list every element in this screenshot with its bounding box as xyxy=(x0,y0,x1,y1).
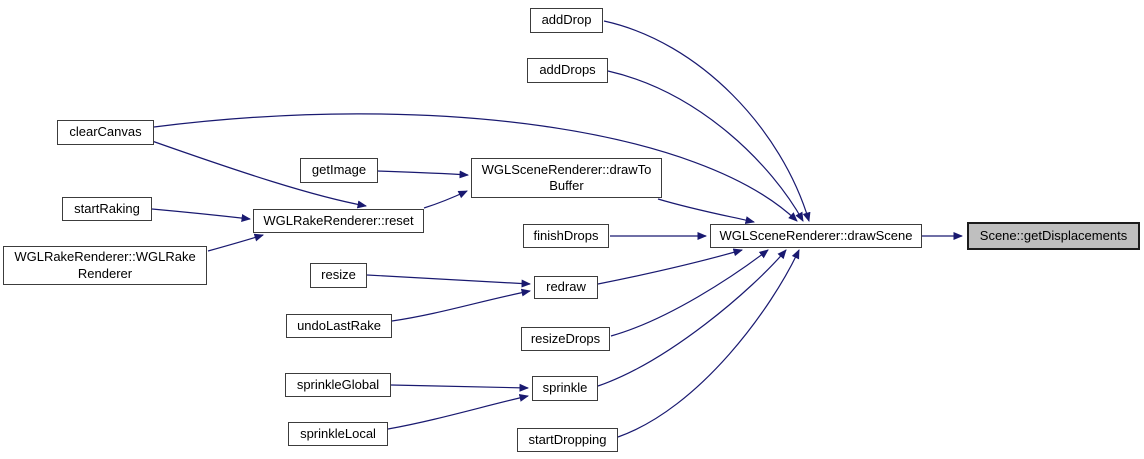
node-drawScene[interactable]: WGLSceneRenderer::drawScene xyxy=(710,224,922,248)
node-startRaking[interactable]: startRaking xyxy=(62,197,152,221)
node-drawToBuffer[interactable]: WGLSceneRenderer::drawTo Buffer xyxy=(471,158,662,198)
node-sprinkleLocal[interactable]: sprinkleLocal xyxy=(288,422,388,446)
edge-sprinkle-to-drawScene xyxy=(597,249,787,387)
node-getDisplacements: Scene::getDisplacements xyxy=(967,222,1140,250)
node-getImage[interactable]: getImage xyxy=(300,158,378,183)
edge-redraw-to-drawScene xyxy=(597,248,743,285)
node-reset[interactable]: WGLRakeRenderer::reset xyxy=(253,209,424,233)
edge-startRaking-to-reset xyxy=(151,208,251,223)
node-finishDrops[interactable]: finishDrops xyxy=(523,224,609,248)
edge-ctorRake-to-reset xyxy=(207,233,264,252)
node-clearCanvas[interactable]: clearCanvas xyxy=(57,120,154,145)
node-ctorRake[interactable]: WGLRakeRenderer::WGLRake Renderer xyxy=(3,246,207,285)
edge-sprinkleLocal-to-sprinkle xyxy=(387,393,529,430)
node-resize[interactable]: resize xyxy=(310,263,367,288)
node-redraw[interactable]: redraw xyxy=(534,276,598,299)
edge-sprinkleGlobal-to-sprinkle xyxy=(390,383,529,392)
edge-resizeDrops-to-drawScene xyxy=(610,249,769,337)
edge-addDrops-to-drawScene xyxy=(607,70,804,222)
node-addDrops[interactable]: addDrops xyxy=(527,58,608,83)
node-startDropping[interactable]: startDropping xyxy=(517,428,618,452)
edge-resize-to-redraw xyxy=(366,274,531,288)
edge-drawToBuffer-to-drawScene xyxy=(657,198,755,224)
edge-getImage-to-drawToBuffer xyxy=(377,170,469,179)
node-sprinkle[interactable]: sprinkle xyxy=(532,376,598,401)
edge-startDropping-to-drawScene xyxy=(617,249,800,438)
node-addDrop[interactable]: addDrop xyxy=(530,8,603,33)
node-resizeDrops[interactable]: resizeDrops xyxy=(521,327,610,351)
node-undoLastRake[interactable]: undoLastRake xyxy=(286,314,392,338)
edge-undoLastRake-to-redraw xyxy=(391,288,531,322)
edge-reset-to-drawToBuffer xyxy=(423,190,468,209)
node-sprinkleGlobal[interactable]: sprinkleGlobal xyxy=(285,373,391,397)
